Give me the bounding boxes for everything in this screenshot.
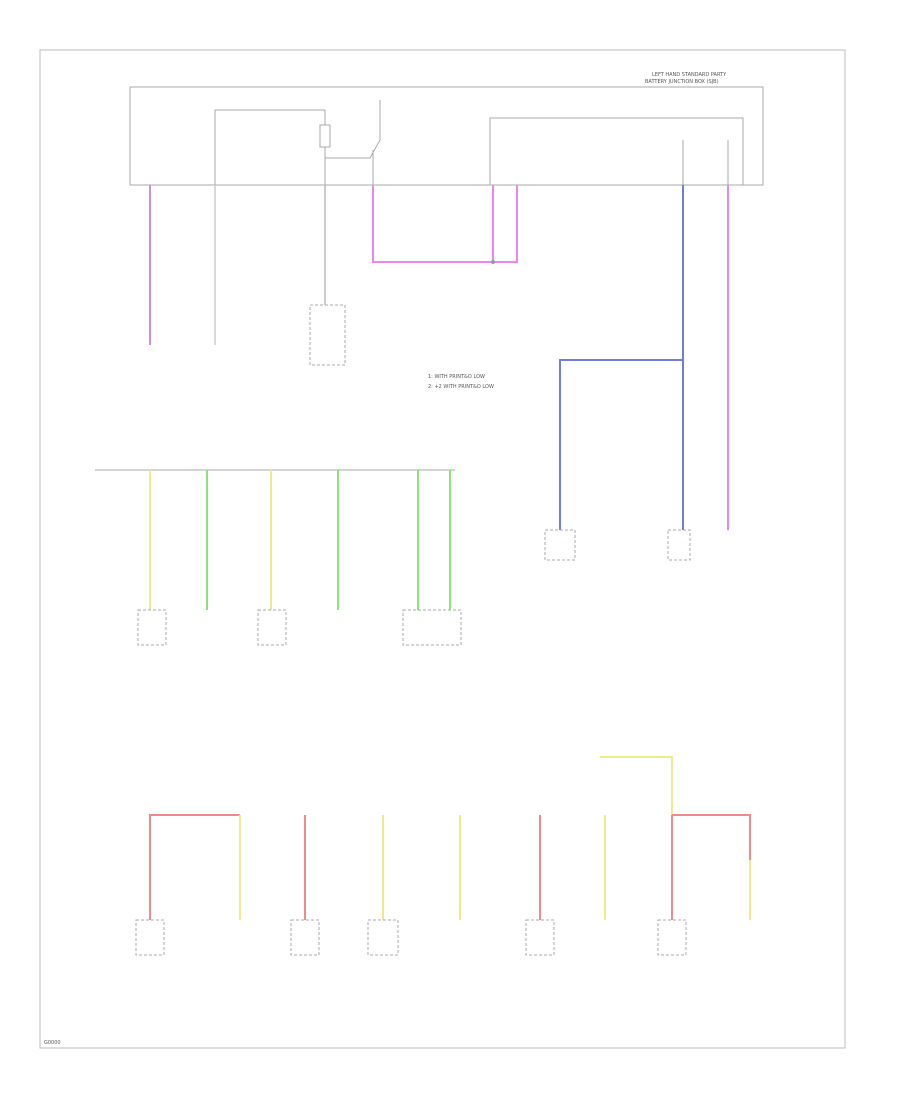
legend-line-2: 2: +2 WITH PRINT&O LOW [428, 384, 494, 390]
connector-bot-2 [290, 919, 320, 956]
wire-top-magenta [372, 185, 518, 263]
connector-mid-a [137, 609, 167, 646]
internal-module [489, 117, 744, 186]
internal-wire-1 [214, 109, 326, 185]
connector-bot-4 [525, 919, 555, 956]
connector-bot-1 [135, 919, 165, 956]
panel-label-1: LEFT HAND STANDARD PARTY [652, 72, 727, 78]
connector-top-3 [309, 304, 346, 366]
connector-mid-b [257, 609, 287, 646]
legend-line-1: 1: WITH PRINT&O LOW [428, 374, 485, 380]
connector-mid-2 [667, 529, 691, 561]
junction-box [129, 86, 764, 186]
bot-wire-red-5 [672, 814, 751, 920]
connector-bot-3 [367, 919, 399, 956]
diagram-border [39, 49, 846, 1049]
connector-bot-5 [657, 919, 687, 956]
footer-code: G0000 [44, 1040, 61, 1046]
panel-label-2: BATTERY JUNCTION BOX (SJB) [645, 79, 719, 85]
internal-fuse [319, 124, 331, 148]
wire-top-blue-branch [559, 359, 683, 530]
internal-relay [325, 100, 381, 159]
splice-top [491, 260, 495, 264]
connector-mid-c [402, 609, 462, 646]
bot-wire-yellow-top [600, 756, 673, 815]
connector-mid-1 [544, 529, 576, 561]
bot-wire-red-1 [149, 814, 240, 920]
